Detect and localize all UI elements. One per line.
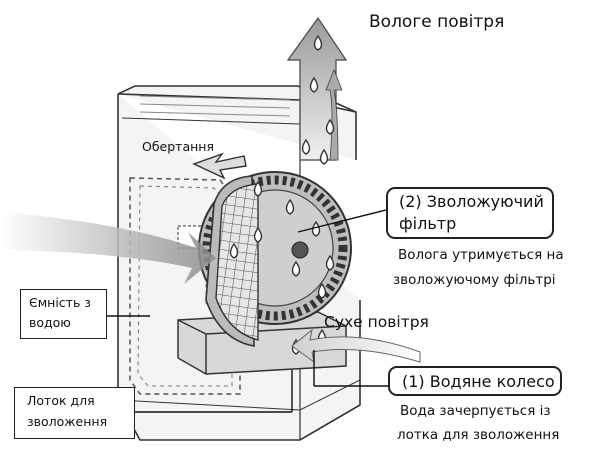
- wheel-description-line2: лотка для зволоження: [397, 427, 560, 443]
- filter-description-line2: зволожуючому фільтрі: [393, 272, 556, 288]
- dry-air-stream: [291, 328, 421, 364]
- tank-label-line2: водою: [29, 315, 71, 330]
- humid-air-arrow: [286, 16, 348, 165]
- wheel-description-line1: Вода зачерпується із: [400, 403, 551, 419]
- dry-air-label: Сухе повітря: [324, 313, 429, 331]
- wheel-title: (1) Водяне колесо: [402, 372, 555, 391]
- humidification-tray-callout: Лоток для зволоження: [14, 387, 135, 439]
- humidifying-filter: [205, 175, 259, 347]
- water-wheel-callout: (1) Водяне колесо: [388, 366, 562, 396]
- filter-title-line1: (2) Зволожуючий: [399, 192, 544, 211]
- tray-label-line1: Лоток для: [27, 393, 95, 408]
- tank-label-line1: Ємність з: [29, 295, 91, 310]
- incoming-air-arrow: [0, 212, 216, 284]
- humidification-tray: [177, 311, 347, 375]
- rotation-arrow: [192, 152, 247, 180]
- leader-lines: [106, 209, 388, 413]
- tray-label-line2: зволоження: [27, 414, 108, 429]
- water-tank-callout: Ємність з водою: [20, 289, 107, 339]
- rotation-label: Обертання: [142, 139, 214, 154]
- humidifying-filter-callout: (2) Зволожуючий фільтр: [386, 187, 554, 239]
- filter-title-line2: фільтр: [399, 214, 457, 233]
- filter-description-line1: Волога утримується на: [398, 247, 564, 263]
- humid-air-label: Вологе повітря: [369, 12, 505, 32]
- top-vent-lines: [139, 95, 291, 117]
